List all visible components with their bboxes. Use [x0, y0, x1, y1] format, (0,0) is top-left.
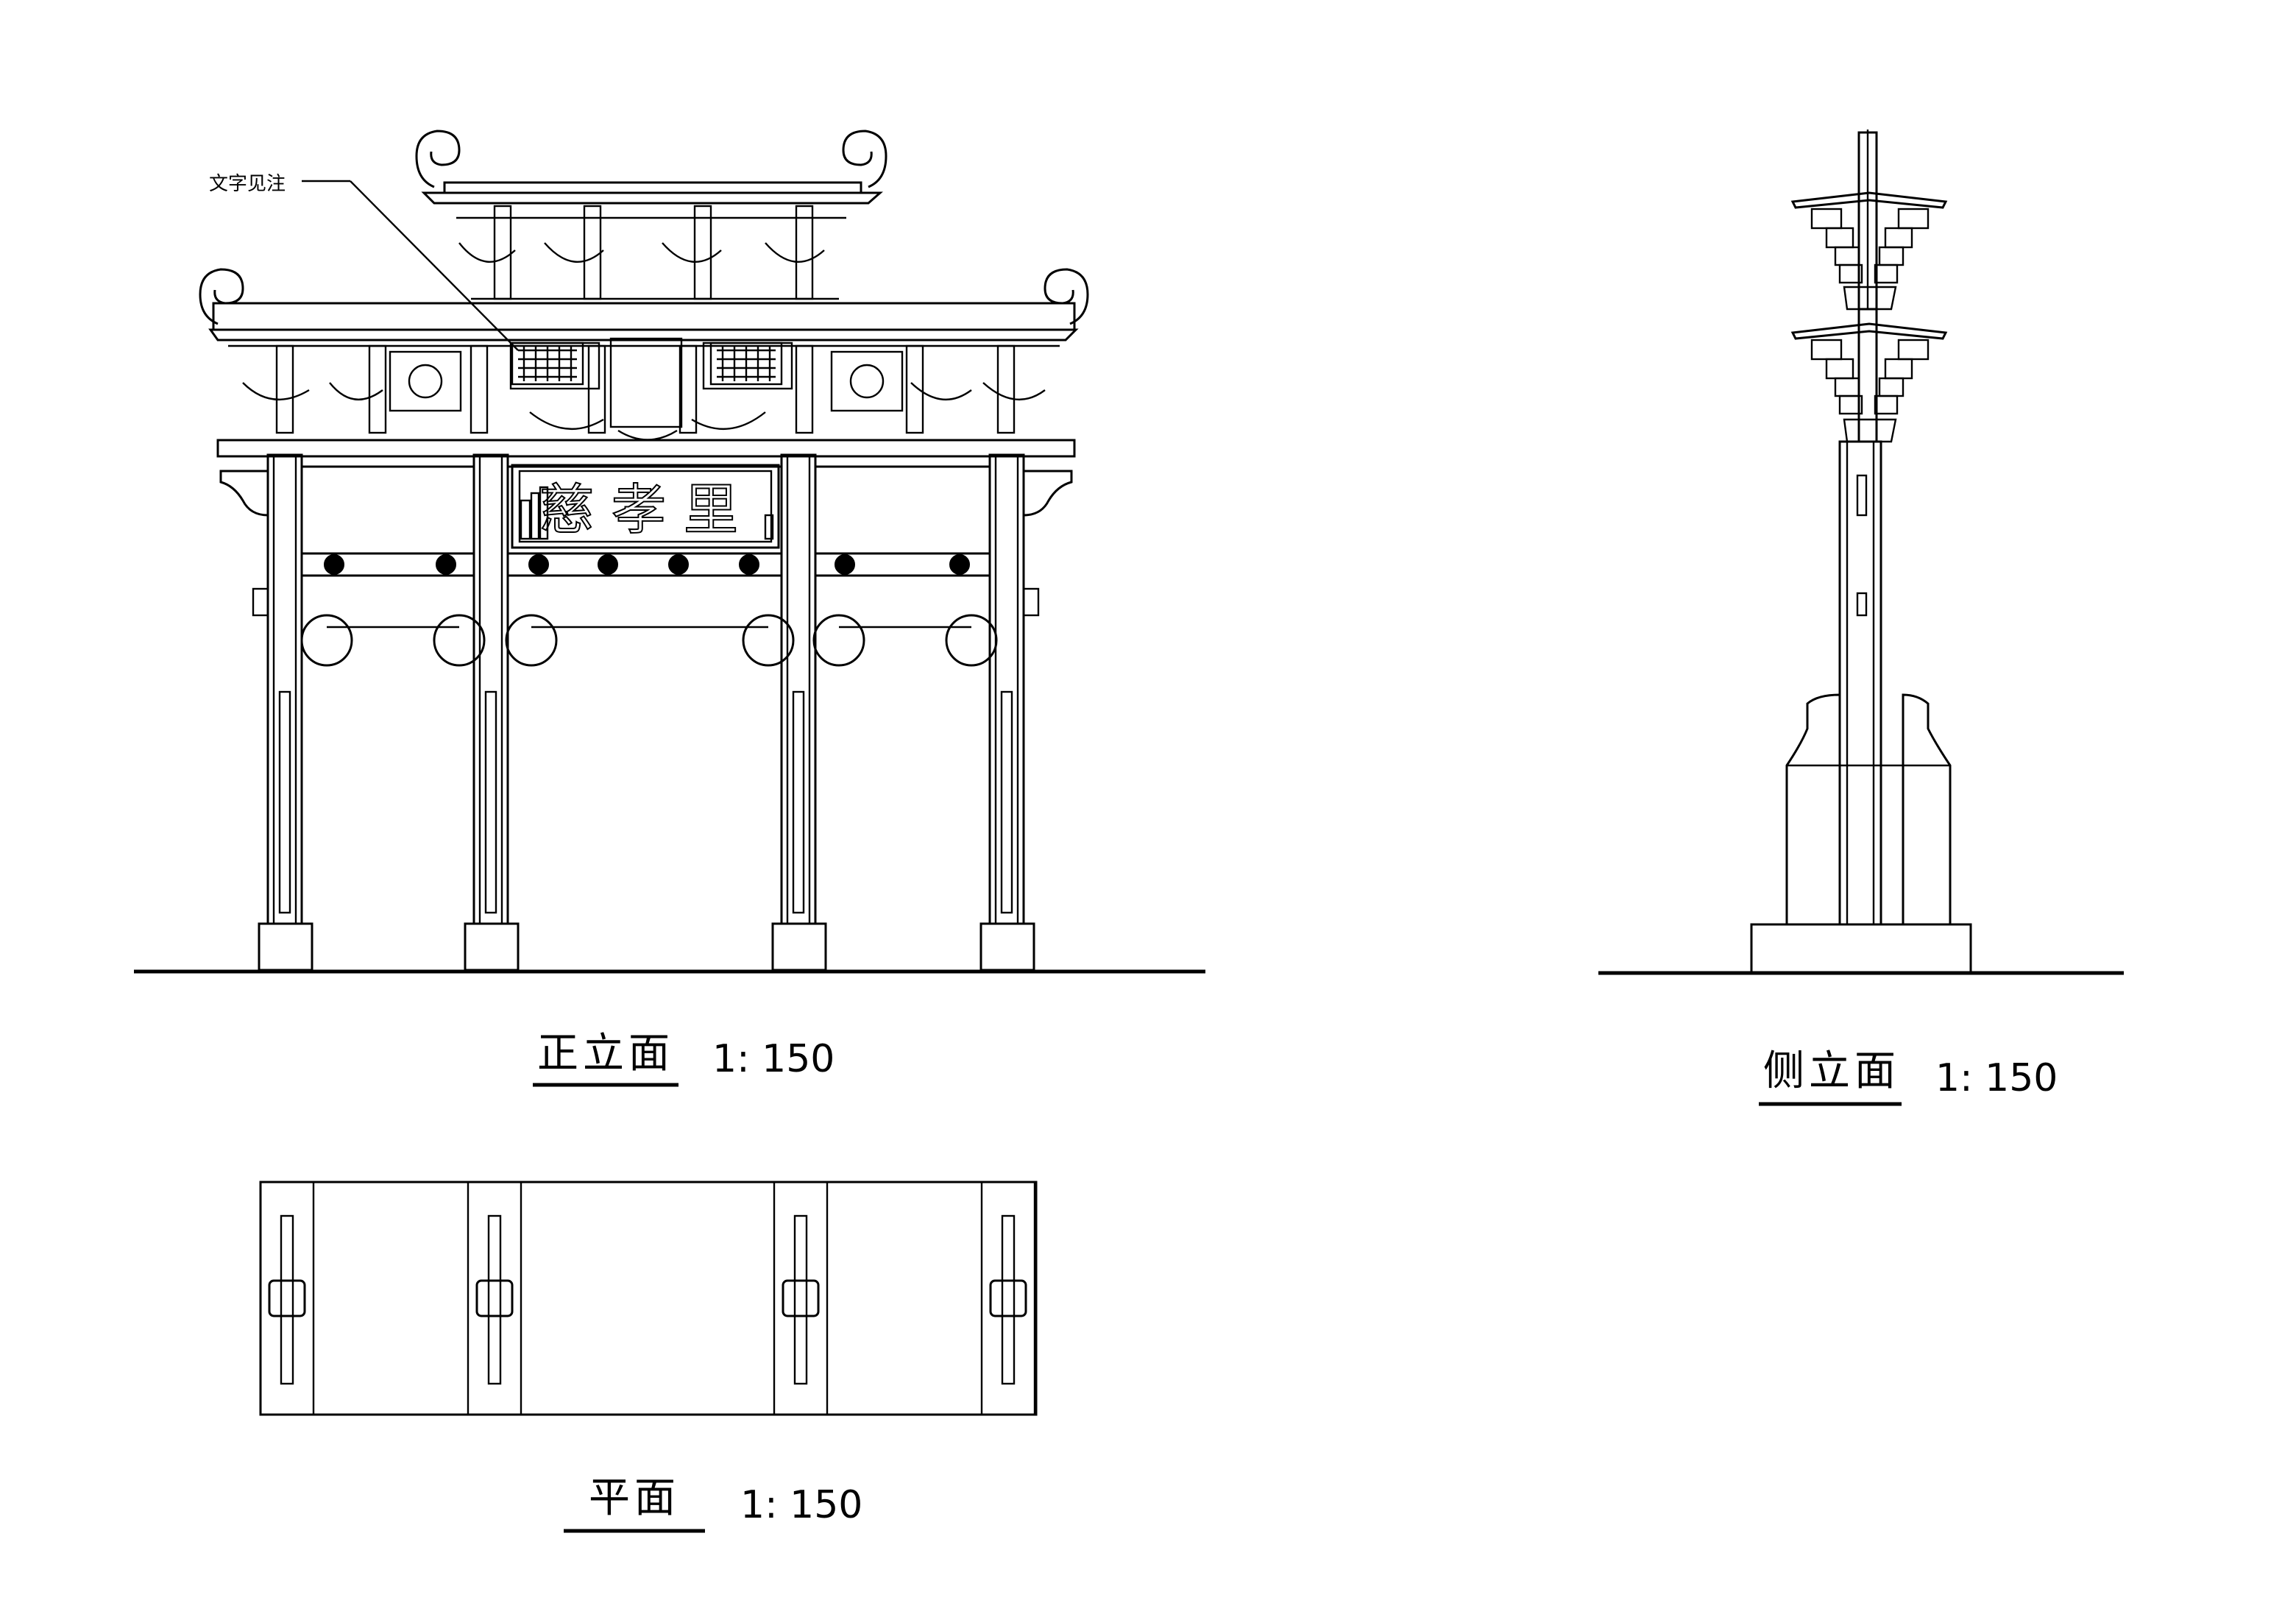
- plan-bays: [259, 1181, 1036, 1416]
- side-lower-roof: [1790, 308, 1948, 443]
- side-column: [1838, 440, 1882, 926]
- front-lower-roof: [199, 268, 1089, 441]
- side-view-title: 侧立面 1: 150: [1759, 1047, 2058, 1106]
- plan-columns: [268, 1214, 1027, 1385]
- front-view-title: 正立面 1: 150: [533, 1030, 835, 1087]
- plaque-seal-left: [520, 486, 549, 540]
- plan-title: 平面: [589, 1474, 680, 1522]
- plaque-seal-right: [764, 514, 774, 540]
- side-scale: 1: 150: [1935, 1056, 2058, 1100]
- side-buttress-right: [1881, 693, 1952, 926]
- side-elevation: 侧立面 1: 150: [1598, 130, 2124, 1106]
- front-tie-beam: [300, 552, 991, 577]
- side-title: 侧立面: [1763, 1047, 1900, 1095]
- plan-view-title: 平面 1: 150: [564, 1474, 862, 1533]
- plan-view: 平面 1: 150: [259, 1181, 1038, 1533]
- annotation-leader: 文字见注: [209, 173, 519, 351]
- front-plinths: [258, 922, 1035, 972]
- front-scale: 1: 150: [712, 1037, 835, 1081]
- side-plinth: [1750, 923, 1972, 974]
- side-upper-roof: [1790, 130, 1948, 311]
- inscription-panels: [511, 342, 783, 386]
- plan-outline: [259, 1181, 1038, 1416]
- plaque: 慈孝里: [511, 464, 780, 549]
- side-buttress-left: [1785, 693, 1841, 926]
- annotation-text: 文字见注: [209, 173, 286, 195]
- front-title: 正立面: [537, 1030, 674, 1078]
- front-columns: [252, 453, 1040, 925]
- front-lanterns: [300, 614, 998, 667]
- plan-scale: 1: 150: [740, 1483, 862, 1527]
- plaque-text: 慈孝里: [539, 478, 756, 542]
- front-elevation: 慈孝里: [134, 130, 1205, 1087]
- front-upper-roof: [415, 130, 887, 300]
